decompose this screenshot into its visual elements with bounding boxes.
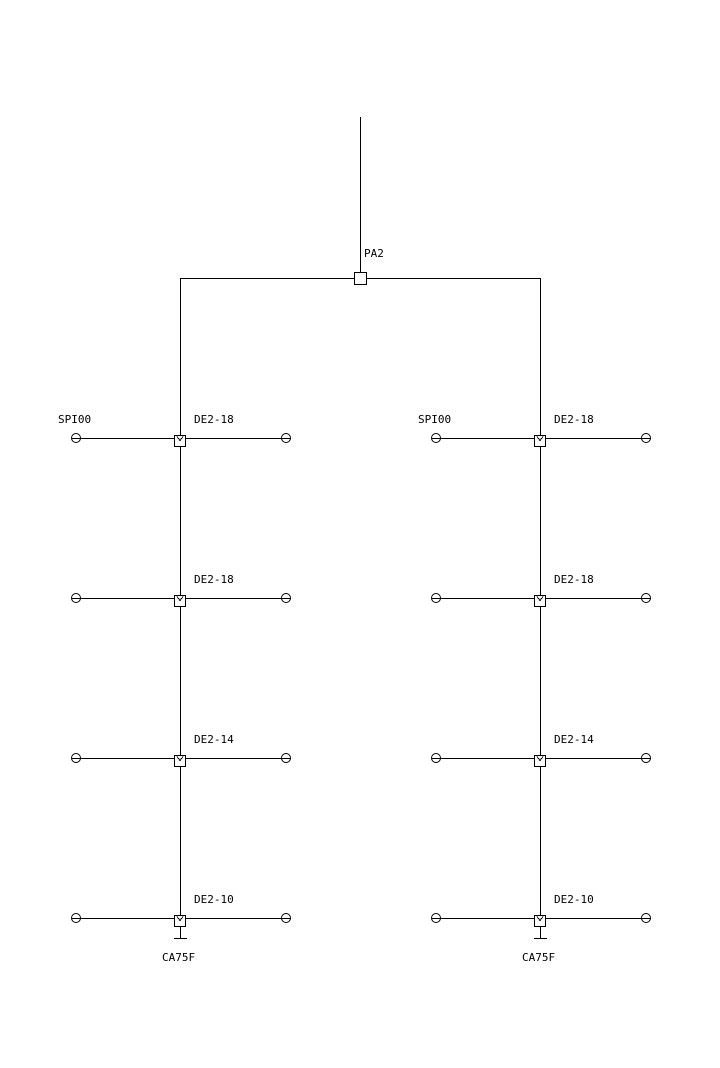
splitter-label: PA2 [364, 247, 384, 260]
tap-row: DE2-18 [71, 413, 291, 447]
tap-label: DE2-14 [194, 733, 234, 746]
tap-label: DE2-18 [194, 413, 234, 426]
branch-left: SPI00 DE2-18 DE2-18 [58, 278, 291, 964]
tap-row: DE2-10 [431, 893, 651, 927]
tap-label: DE2-18 [194, 573, 234, 586]
tap-arrow-icon [176, 756, 184, 762]
tap-label: DE2-18 [554, 413, 594, 426]
splitter-icon [354, 272, 367, 285]
tap-row: DE2-18 [71, 573, 291, 607]
tap-arrow-icon [536, 756, 544, 762]
tap-arrow-icon [536, 596, 544, 602]
branch-header-label: SPI00 [58, 413, 91, 426]
termination-label: CA75F [522, 951, 555, 964]
tap-row: DE2-14 [71, 733, 291, 767]
tap-arrow-icon [536, 436, 544, 442]
tap-row: DE2-18 [431, 573, 651, 607]
termination-label: CA75F [162, 951, 195, 964]
branch-right: SPI00 DE2-18 DE2-18 [418, 278, 651, 964]
tap-label: DE2-18 [554, 573, 594, 586]
tap-arrow-icon [176, 596, 184, 602]
tap-arrow-icon [176, 916, 184, 922]
branch-header-label: SPI00 [418, 413, 451, 426]
tap-row: DE2-10 [71, 893, 291, 927]
tap-row: DE2-14 [431, 733, 651, 767]
tap-label: DE2-14 [554, 733, 594, 746]
tap-arrow-icon [176, 436, 184, 442]
tap-arrow-icon [536, 916, 544, 922]
tap-label: DE2-10 [554, 893, 594, 906]
tap-label: DE2-10 [194, 893, 234, 906]
tap-row: DE2-18 [431, 413, 651, 447]
